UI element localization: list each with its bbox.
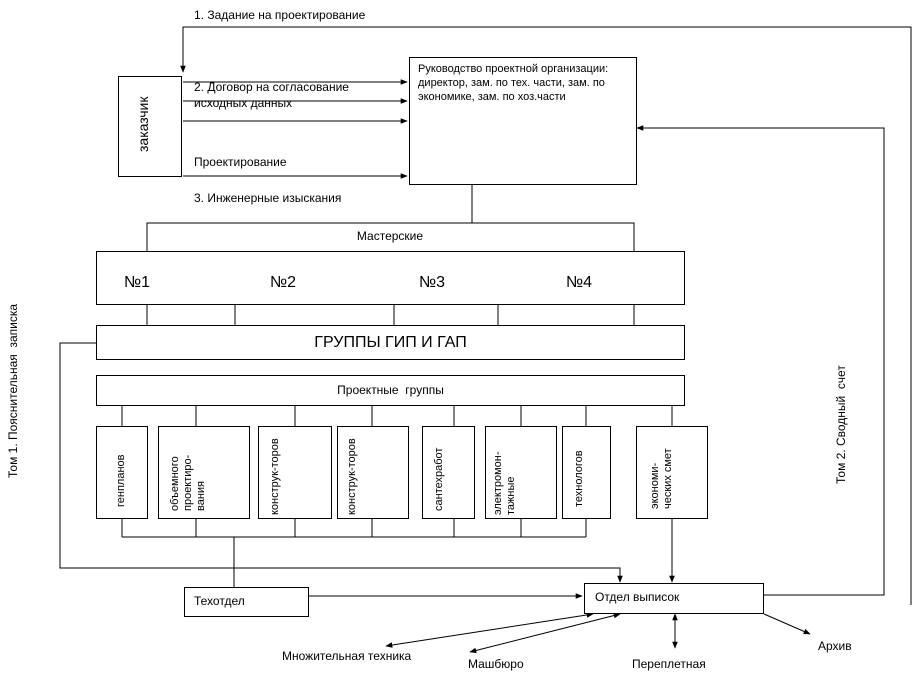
design-label: Проектирование <box>194 155 287 169</box>
group-volumetric-line: объемного проектиро- вания <box>169 454 207 511</box>
surveys-label: 3. Инженерные изыскания <box>194 191 342 205</box>
workshops-title: Мастерские <box>356 229 424 243</box>
archive-arrow <box>763 613 811 635</box>
typing-arrow <box>469 612 621 654</box>
customer-label: заказчик <box>135 96 151 152</box>
volume2-label: Том 2. Сводный счет <box>834 365 848 484</box>
group-plumbing: сантехработ <box>422 426 475 519</box>
issue-dept-label: Отдел выписок <box>595 590 680 604</box>
copying-label: Множительная техника <box>282 649 412 663</box>
copying-arrow <box>385 612 594 648</box>
gip-gap-label: ГРУППЫ ГИП И ГАП <box>314 334 467 351</box>
workshop-3: №3 <box>419 274 446 291</box>
workshop-1: №1 <box>124 274 151 291</box>
agreement-label-line2: исходных данных <box>194 96 293 110</box>
management-text: Руководство проектной организации: дирек… <box>418 63 609 103</box>
group-economic-estimates: экономи-ческих смет <box>636 426 708 519</box>
volume1-label: Том 1. Пояснительная записка <box>6 303 20 478</box>
binding-label: Переплетная <box>632 657 706 671</box>
group-constructors-2: конструк-торов <box>337 426 409 519</box>
workshop-2: №2 <box>270 274 297 291</box>
project-groups-title: Проектные группы <box>337 383 444 397</box>
task-label: 1. Задание на проектирование <box>194 8 366 22</box>
tech-dept-label: Техотдел <box>194 594 245 608</box>
issue-dept-box: Отдел выписок <box>584 583 764 614</box>
group-constructors-1: конструк-торов <box>258 426 332 519</box>
group-technologists: технологов <box>562 426 611 519</box>
workshop-4: №4 <box>566 274 593 291</box>
workshops-title-frame <box>146 222 635 251</box>
agreement-label-line1: 2. Договор на согласование <box>194 80 349 94</box>
volume1-line <box>59 342 623 583</box>
customer-box: заказчик <box>118 76 182 177</box>
group-volumetric-design: объемного проектиро- вания <box>158 426 250 519</box>
project-groups-box: Проектные группы <box>96 375 685 406</box>
archive-label: Архив <box>818 639 852 653</box>
group-genplan: генпланов <box>96 426 148 519</box>
task-flow-line <box>180 26 912 605</box>
gip-gap-box: ГРУППЫ ГИП И ГАП <box>96 325 685 360</box>
tech-dept-box: Техотдел <box>184 587 309 617</box>
group-electrical: электромон- тажные <box>485 426 557 519</box>
management-box: Руководство проектной организации: дирек… <box>409 57 637 185</box>
workshops-box: №1 №2 №3 №4 <box>96 251 685 305</box>
typing-label: Машбюро <box>468 657 524 671</box>
volume2-line <box>636 125 885 596</box>
